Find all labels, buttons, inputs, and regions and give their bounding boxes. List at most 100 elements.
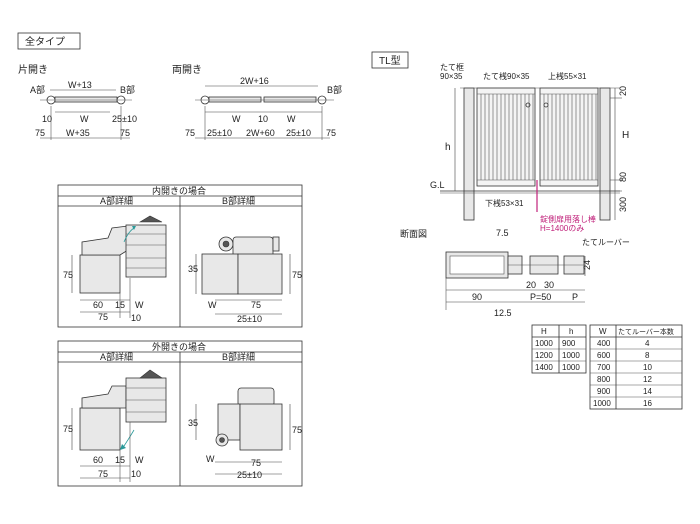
outward-b-w: W [206, 454, 215, 464]
inward-a-75b: 75 [98, 312, 108, 322]
inward-a-w: W [135, 300, 144, 310]
outward-a-75: 75 [63, 424, 73, 434]
table-h-cell: 1400 [535, 363, 553, 372]
double-dim-w1: W [232, 114, 241, 124]
outward-b-75b: 75 [251, 458, 261, 468]
inward-b-75: 75 [292, 270, 302, 280]
outward-b-75: 75 [292, 425, 302, 435]
single-a-part: A部 [30, 84, 45, 95]
table-w-cell: 14 [643, 387, 652, 396]
all-type-label: 全タイプ [25, 35, 65, 48]
outward-title: 外開きの場合 [152, 341, 206, 352]
section-dim-30: 30 [544, 280, 554, 290]
table-h-cell: 1000 [562, 351, 580, 360]
section-dim-90: 90 [472, 292, 482, 302]
section-pitch: P=50 [530, 292, 551, 302]
table-w-cell: 8 [645, 351, 650, 360]
section-p: P [572, 292, 578, 302]
outward-b-figure [195, 387, 291, 475]
single-plan-figure [40, 89, 132, 140]
single-dim-75a: 75 [35, 128, 45, 138]
double-dim-10: 10 [258, 114, 268, 124]
table-w-cell: 900 [597, 387, 611, 396]
section-title: 断面図 [400, 228, 427, 239]
outward-a-75b: 75 [98, 469, 108, 479]
inward-b-w: W [208, 300, 217, 310]
single-dim-75b: 75 [120, 128, 130, 138]
elev-bottom-rail: 下桟53×31 [485, 198, 524, 208]
outward-b-title: B部詳細 [222, 351, 255, 362]
inward-title: 内開きの場合 [152, 185, 206, 196]
outward-b-35: 35 [188, 418, 198, 428]
single-top-dim: W+13 [68, 80, 92, 90]
table-h-header-0: H [541, 327, 547, 336]
outward-a-w: W [135, 455, 144, 465]
outward-a-15: 15 [115, 455, 125, 465]
inward-a-75: 75 [63, 270, 73, 280]
tl-type-label: TL型 [379, 54, 401, 67]
all-type-box [17, 32, 81, 50]
inward-b-35: 35 [188, 264, 198, 274]
outward-a-title: A部詳細 [100, 351, 133, 362]
outward-a-60: 60 [93, 455, 103, 465]
table-h [531, 324, 587, 374]
outward-a-figure [71, 369, 167, 482]
double-dim-25a: 25±10 [207, 128, 232, 138]
single-dim-10: 10 [42, 114, 52, 124]
double-dim-w2: W [287, 114, 296, 124]
section-louver: たてルーバー [582, 238, 630, 247]
table-h-header-1: h [569, 327, 573, 336]
double-top-dim: 2W+16 [240, 76, 269, 86]
double-b-part: B部 [327, 84, 342, 95]
inward-a-figure [71, 215, 167, 318]
table-w-cell: 400 [597, 339, 611, 348]
table-w-cell: 700 [597, 363, 611, 372]
table-h-cell: 1000 [562, 363, 580, 372]
outward-a-10: 10 [131, 469, 141, 479]
table-w-header-1: たてルーバー本数 [618, 327, 674, 336]
section-dim-20: 20 [526, 280, 536, 290]
elev-dim-h-lower: h [445, 142, 451, 153]
single-dim-w: W [80, 114, 89, 124]
elev-drop-rod: 錠側扉用落し棒 [540, 214, 596, 224]
section-dim-24: 24 [582, 260, 592, 270]
inward-a-title: A部詳細 [100, 195, 133, 206]
table-w-header-0: W [599, 327, 607, 336]
double-dim-2w60: 2W+60 [246, 128, 275, 138]
inward-b-75b: 75 [251, 300, 261, 310]
tl-type-box [371, 51, 409, 69]
elev-dim-h-upper: H [622, 130, 629, 141]
double-plan-figure [195, 85, 334, 140]
table-w [589, 324, 683, 410]
inward-a-10: 10 [131, 313, 141, 323]
table-h-cell: 1000 [535, 339, 553, 348]
inward-a-60: 60 [93, 300, 103, 310]
inward-b-title: B部詳細 [222, 195, 255, 206]
double-dim-25b: 25±10 [286, 128, 311, 138]
table-w-cell: 16 [643, 399, 652, 408]
table-w-cell: 4 [645, 339, 650, 348]
inward-b-25: 25±10 [237, 314, 262, 324]
elev-gl: G.L [430, 180, 445, 190]
elev-post-size: 90×35 [440, 72, 463, 81]
table-w-cell: 12 [643, 375, 652, 384]
section-dim-75: 7.5 [496, 228, 509, 238]
table-w-cell: 800 [597, 375, 611, 384]
elev-dim-20: 20 [618, 86, 628, 96]
table-w-cell: 10 [643, 363, 652, 372]
single-dim-25: 25±10 [112, 114, 137, 124]
double-dim-75b: 75 [326, 128, 336, 138]
table-h-cell: 1200 [535, 351, 553, 360]
elev-tate-post: たて框 [440, 62, 464, 72]
elevation-figure [440, 87, 622, 221]
table-h-cell: 900 [562, 339, 576, 348]
section-dim-125: 12.5 [494, 308, 512, 318]
single-b-part: B部 [120, 84, 135, 95]
section-figure [445, 251, 586, 310]
inward-a-15: 15 [115, 300, 125, 310]
double-title: 両開き [172, 64, 202, 76]
table-w-cell: 1000 [593, 399, 611, 408]
elev-tate-post2: たて桟90×35 [483, 71, 530, 81]
elev-top-rail: 上桟55×31 [548, 71, 587, 81]
